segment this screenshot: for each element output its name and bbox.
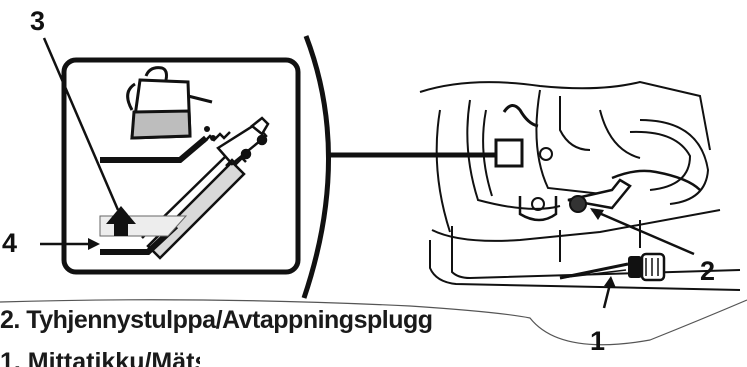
callout-1: 1	[590, 326, 605, 356]
zoom-bracket	[304, 36, 329, 298]
caption-line-dipstick: 1. Mittatikku/Mätsticka	[0, 350, 200, 367]
dipstick-inset	[40, 38, 298, 272]
arrowhead-1-icon	[604, 276, 616, 288]
caption-line-drain-plug: 2. Tyhjennystulppa/Avtappningsplugg	[0, 306, 470, 346]
callout-2: 2	[700, 256, 715, 286]
callout-4: 4	[2, 228, 17, 258]
callout-3: 3	[30, 6, 45, 36]
engine-illustration	[420, 82, 740, 290]
removed-dipstick-icon	[560, 254, 664, 280]
